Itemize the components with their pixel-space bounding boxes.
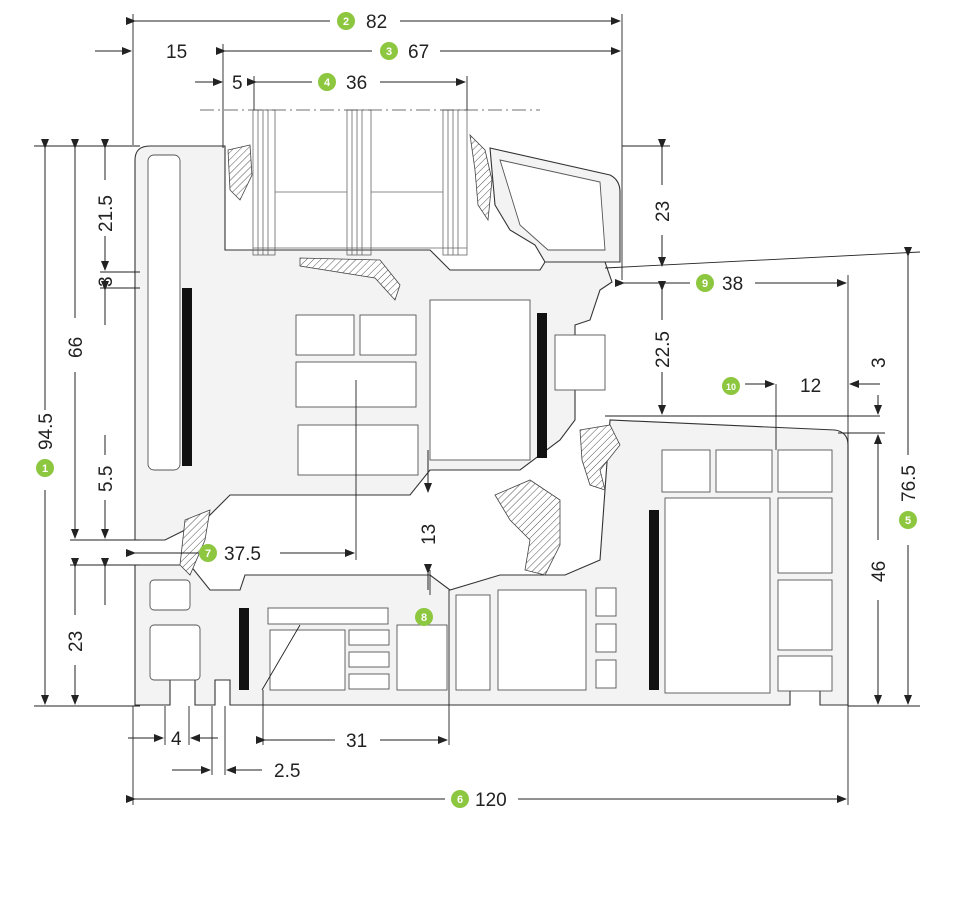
badge-2-number: 2 <box>343 16 349 28</box>
dimension-4: 4 36 <box>318 73 367 94</box>
dimension-5-value: 76.5 <box>899 465 920 502</box>
dimension-8: 13 8 <box>415 524 440 626</box>
dimension-5: 76.5 5 <box>899 465 920 529</box>
unlabeled-dimension-values: 15 5 21.5 3 66 5.5 23 23 22.5 3 46 4 2.5… <box>66 42 890 782</box>
dimension-3-value: 67 <box>408 42 429 63</box>
dim-4-bottom: 4 <box>171 729 182 750</box>
dimension-lines <box>41 17 912 803</box>
dim-23-right: 23 <box>653 201 674 222</box>
glazing-bead <box>489 147 621 263</box>
badge-3 <box>380 42 398 60</box>
dim-46-right: 46 <box>869 561 890 582</box>
dim-3-right: 3 <box>869 357 890 368</box>
dim-23-left: 23 <box>66 631 87 652</box>
dim-31-bottom: 31 <box>346 731 367 752</box>
badge-1-number: 1 <box>42 463 48 475</box>
badge-8 <box>415 608 433 626</box>
dimension-10-value: 12 <box>800 376 821 397</box>
dim-21-5-left: 21.5 <box>96 195 117 232</box>
dimension-6: 6 120 <box>451 790 507 811</box>
badge-6 <box>451 790 469 808</box>
dim-5-top: 5 <box>232 73 243 94</box>
sash-profile <box>134 145 613 541</box>
badge-3-number: 3 <box>386 46 392 58</box>
dimension-7-value: 37.5 <box>224 544 261 565</box>
badge-5 <box>899 511 917 529</box>
badge-9 <box>696 274 714 292</box>
steel-reinforcements <box>182 288 659 690</box>
badge-10 <box>722 377 740 395</box>
dimension-3: 3 67 <box>380 42 429 63</box>
frame-profile <box>134 419 849 706</box>
badge-8-number: 8 <box>421 612 427 624</box>
gaskets <box>179 133 621 576</box>
badge-7-number: 7 <box>205 548 211 560</box>
dim-15-top: 15 <box>166 42 187 63</box>
dimension-7: 7 37.5 <box>199 544 261 565</box>
badge-1 <box>36 459 54 477</box>
badge-4-number: 4 <box>324 77 331 89</box>
dimension-9-value: 38 <box>722 274 743 295</box>
dimension-6-value: 120 <box>475 790 507 811</box>
badge-5-number: 5 <box>905 515 911 527</box>
badge-10-number: 10 <box>726 382 736 392</box>
insulating-glass-unit <box>252 109 468 256</box>
extension-lines <box>34 14 921 805</box>
badge-2 <box>337 12 355 30</box>
badge-6-number: 6 <box>457 794 463 806</box>
badge-9-number: 9 <box>702 278 708 290</box>
dim-2-5-bottom: 2.5 <box>274 761 300 782</box>
dimension-1-value: 94.5 <box>36 413 57 450</box>
badge-4 <box>318 73 336 91</box>
dimension-8-value: 13 <box>419 524 440 545</box>
dim-3-left: 3 <box>96 276 117 287</box>
dimension-2: 2 82 <box>337 12 387 33</box>
dim-5-5-left: 5.5 <box>96 466 117 492</box>
dimension-10: 10 12 <box>722 376 821 397</box>
badge-7 <box>199 544 217 562</box>
dim-66-left: 66 <box>66 337 87 358</box>
dimension-9: 9 38 <box>696 274 743 295</box>
dimension-1: 94.5 1 <box>36 413 57 477</box>
dimension-2-value: 82 <box>366 12 387 33</box>
dim-22-5-right: 22.5 <box>653 331 674 368</box>
dimension-4-value: 36 <box>346 73 367 94</box>
